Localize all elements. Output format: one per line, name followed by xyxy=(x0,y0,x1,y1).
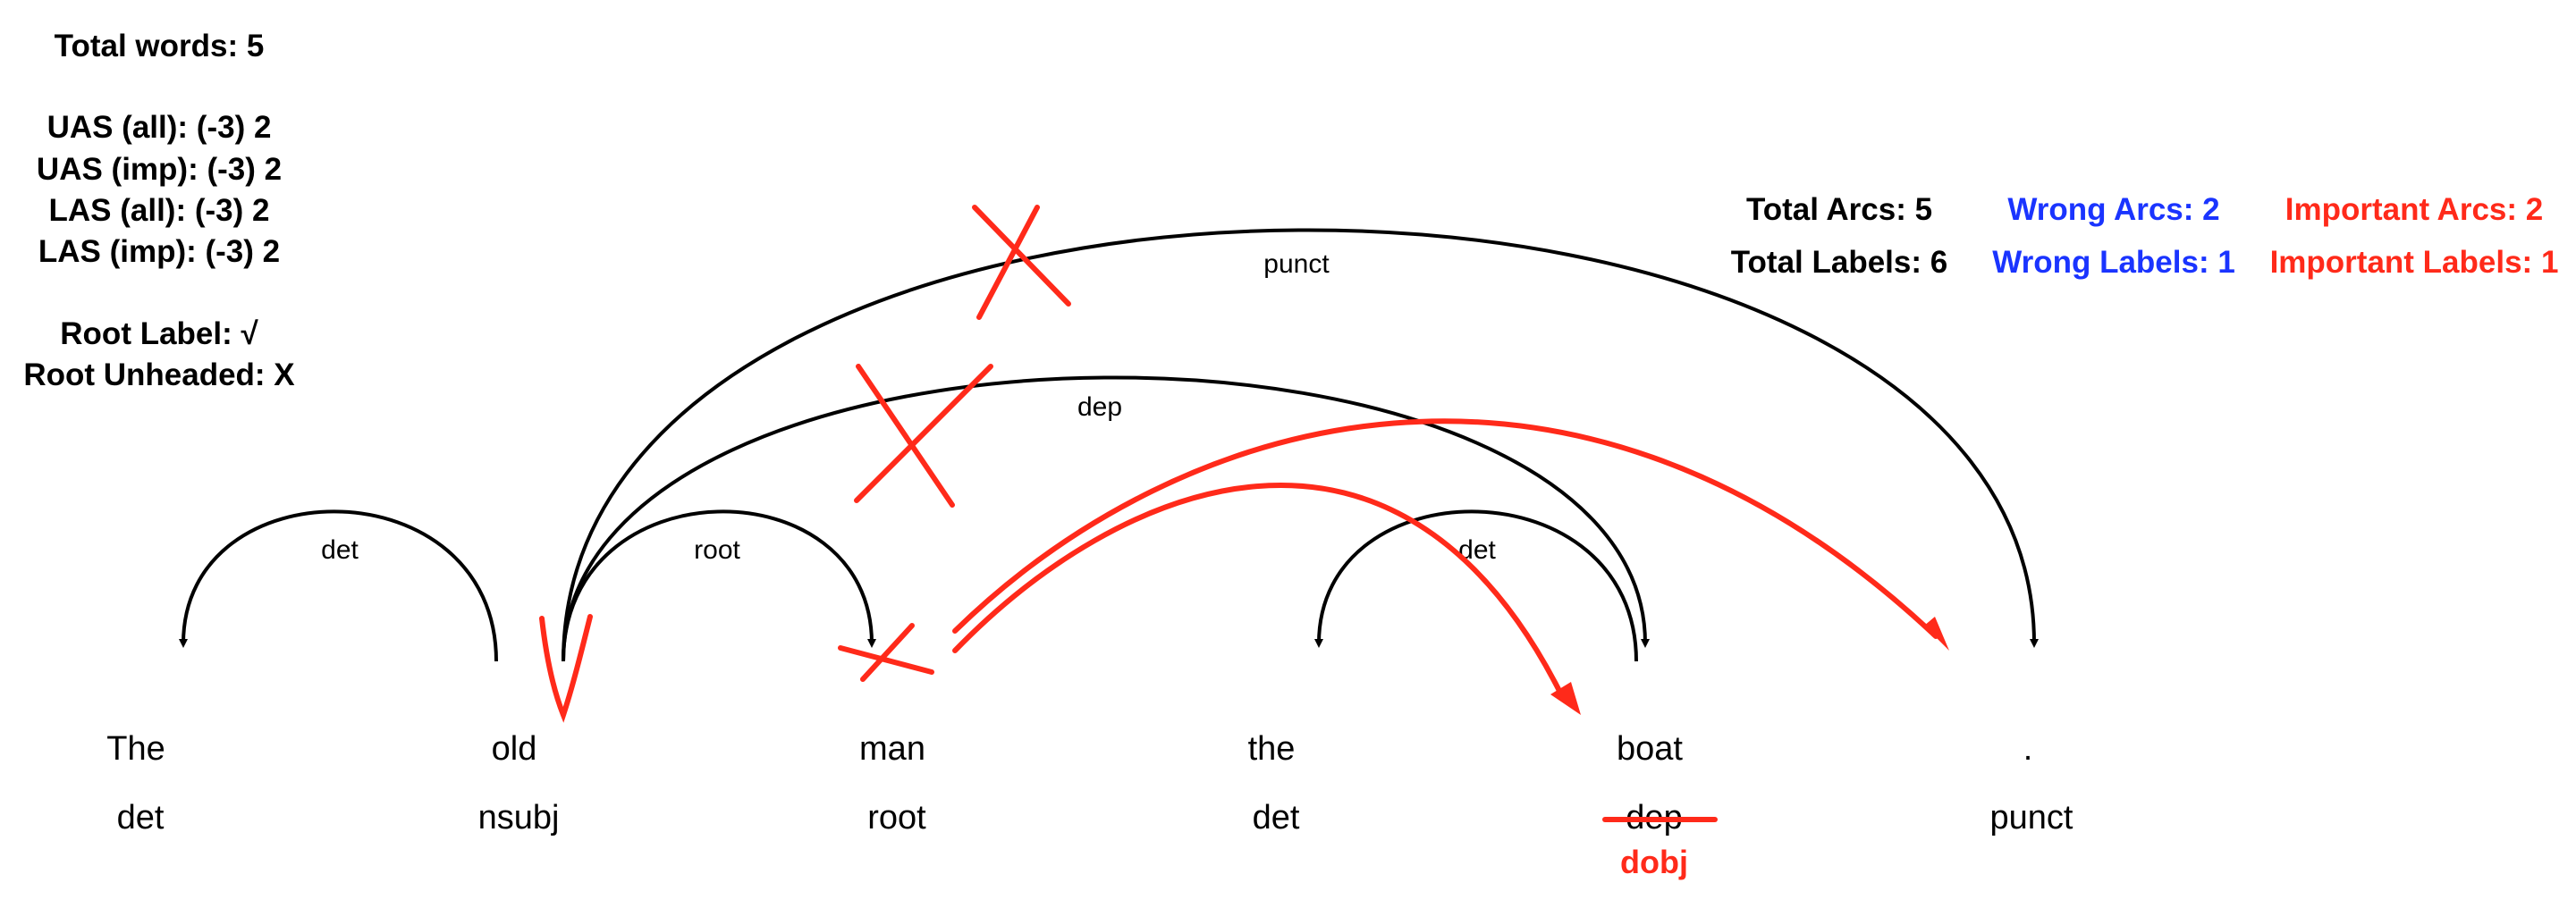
arc-det-the2 xyxy=(1314,509,1638,662)
arc-label-det-1: det xyxy=(321,535,359,565)
token-word: . xyxy=(2023,730,2033,768)
check-mark xyxy=(539,614,593,723)
arc-label-root: root xyxy=(694,535,740,565)
total-labels: Total Labels: 6 xyxy=(1731,245,1947,280)
label-correction: dobj xyxy=(1620,844,1688,880)
token-word: the xyxy=(1248,730,1296,768)
wrong-arc-marks xyxy=(838,205,1071,682)
total-words: Total words: 5 xyxy=(55,29,265,63)
token-word: boat xyxy=(1617,730,1683,768)
uas-all: UAS (all): (-3) 2 xyxy=(47,110,272,145)
arc-labels: det root det dep punct xyxy=(321,249,1496,565)
correction-arrowhead-punct xyxy=(1924,617,1949,651)
token-word: The xyxy=(106,730,165,768)
important-labels: Important Labels: 1 xyxy=(2270,245,2559,280)
important-arcs: Important Arcs: 2 xyxy=(2285,192,2543,227)
token-word: old xyxy=(492,730,537,768)
root-unheaded: Root Unheaded: X xyxy=(23,357,295,392)
x-mark-root-a xyxy=(838,645,934,675)
token-label: root xyxy=(867,799,926,837)
token-label: nsubj xyxy=(478,799,560,837)
arc-det-the xyxy=(179,509,498,662)
token-word: man xyxy=(859,730,925,768)
correction-arcs xyxy=(952,418,1949,715)
root-label: Root Label: √ xyxy=(60,316,258,351)
token-label: det xyxy=(1253,799,1300,837)
x-mark-punct-b xyxy=(976,205,1040,320)
arc-dep xyxy=(562,375,1650,662)
stats-right: Total Arcs: 5 Wrong Arcs: 2 Important Ar… xyxy=(1731,192,2559,280)
total-arcs: Total Arcs: 5 xyxy=(1746,192,1932,227)
wrong-arcs: Wrong Arcs: 2 xyxy=(2007,192,2219,227)
correction-arc-punct xyxy=(952,418,1938,639)
x-mark-dep-a xyxy=(856,364,955,508)
arc-root xyxy=(562,509,876,662)
arc-punct xyxy=(562,228,2039,662)
correction-arrowhead-dobj xyxy=(1550,682,1581,715)
las-imp: LAS (imp): (-3) 2 xyxy=(38,234,280,269)
x-mark-dep-b xyxy=(854,364,993,503)
token-label: det xyxy=(117,799,165,837)
stats-left: Total words: 5 UAS (all): (-3) 2 UAS (im… xyxy=(23,29,295,392)
x-mark-punct-a xyxy=(972,205,1071,307)
arc-label-dep: dep xyxy=(1077,392,1122,422)
wrong-labels: Wrong Labels: 1 xyxy=(1992,245,2235,280)
x-mark-root-b xyxy=(860,623,915,682)
uas-imp: UAS (imp): (-3) 2 xyxy=(37,152,282,187)
arc-label-punct: punct xyxy=(1263,249,1330,279)
token-label: punct xyxy=(1990,799,2073,837)
las-all: LAS (all): (-3) 2 xyxy=(49,193,270,228)
gold-arcs xyxy=(179,228,2039,662)
correction-arc-dobj xyxy=(952,483,1563,695)
tokens: The old man the boat . det nsubj root de… xyxy=(106,730,2073,837)
